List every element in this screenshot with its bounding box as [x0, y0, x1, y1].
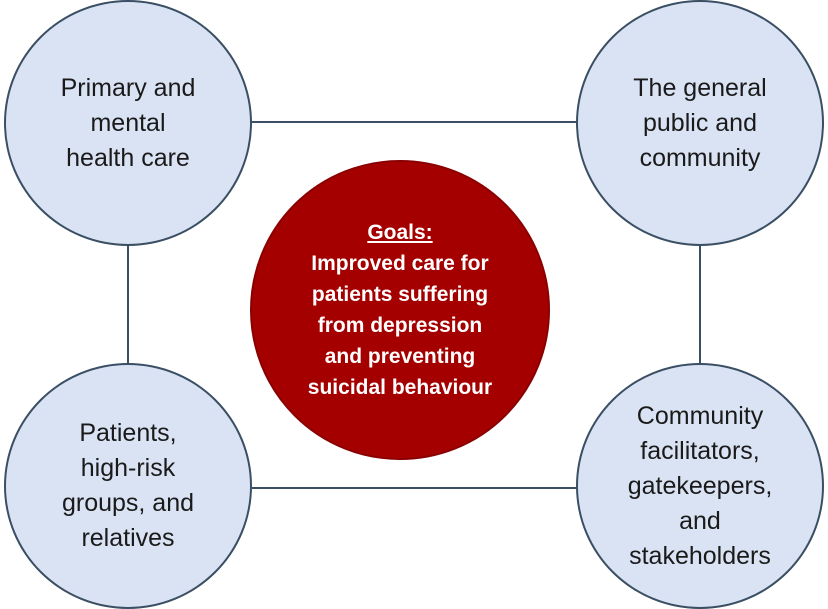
node-primary-mental-health-care: Primary and mental health care [4, 0, 252, 246]
node-general-public-community: The general public and community [576, 0, 824, 246]
goal-circle: Goals: Improved care for patients suffer… [250, 160, 550, 460]
node-label: Primary and mental health care [60, 73, 196, 172]
node-label: The general public and community [633, 73, 767, 172]
node-community-facilitators: Community facilitators, gatekeepers, and… [576, 363, 824, 609]
node-patients-high-risk-groups: Patients, high-risk groups, and relative… [4, 363, 252, 609]
node-label: Community facilitators, gatekeepers, and… [627, 401, 773, 570]
node-label: Patients, high-risk groups, and relative… [61, 419, 195, 552]
goal-heading: Goals: [367, 221, 433, 244]
goal-text: Improved care for patients suffering fro… [307, 252, 493, 399]
